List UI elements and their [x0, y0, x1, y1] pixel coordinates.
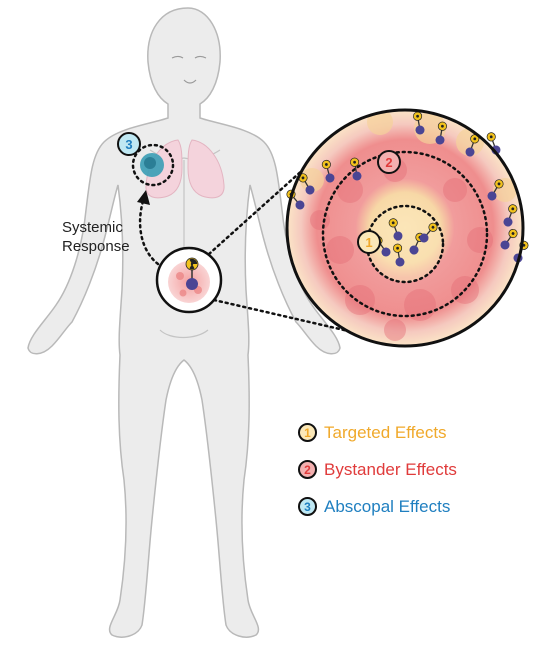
legend-item-abscopal: 3 Abscopal Effects: [298, 488, 457, 525]
primary-tumor-small: [155, 246, 223, 314]
badge-2-circle: [377, 150, 401, 174]
radioligand: [500, 228, 518, 250]
badge-1-circle: [357, 230, 381, 254]
legend-badge-2: 2: [298, 460, 317, 479]
zoom-connector-top: [207, 148, 327, 256]
badge-2-text: 2: [385, 155, 392, 170]
legend-badge-3: 3: [298, 497, 317, 516]
radioligand: [465, 134, 480, 157]
legend-label-targeted: Targeted Effects: [324, 422, 447, 442]
small-tumor-cell: [176, 272, 184, 280]
systemic-label-line1: Systemic: [62, 219, 123, 236]
small-radioligand-body: [186, 278, 198, 290]
legend-item-targeted: 1 Targeted Effects: [298, 414, 457, 451]
small-radiation-icon: [185, 257, 199, 271]
radioligand: [487, 179, 504, 201]
radioligand: [503, 204, 518, 227]
body-silhouette: [27, 7, 341, 638]
legend-label-bystander: Bystander Effects: [324, 459, 457, 479]
badge-3-text: 3: [125, 137, 132, 152]
systemic-response-path: [138, 196, 160, 266]
effects-legend: 1 Targeted Effects 2 Bystander Effects 3…: [298, 414, 457, 525]
legend-badge-1: 1: [298, 423, 317, 442]
radioligand: [388, 218, 403, 241]
zoom-outline: [285, 108, 525, 348]
zoomed-tumor: 2 1: [285, 108, 529, 348]
badge-1-text: 1: [365, 235, 372, 250]
radioligand: [321, 159, 335, 183]
abscopal-tumor-core: [144, 157, 156, 169]
abscopal-site: 3: [117, 132, 175, 187]
legend-label-abscopal: Abscopal Effects: [324, 496, 451, 516]
legend-item-bystander: 2 Bystander Effects: [298, 451, 457, 488]
face-detail: [171, 55, 207, 84]
radioligand: [419, 222, 438, 243]
right-lung: [187, 139, 225, 199]
badge-3-circle: [117, 132, 141, 156]
radioligand: [350, 157, 362, 181]
small-tumor-cell: [179, 289, 187, 297]
human-body-figure: [27, 7, 341, 638]
radioligand: [435, 121, 447, 145]
abscopal-dotted-ring: [131, 143, 175, 187]
systemic-response-label: Systemic Response: [62, 218, 130, 256]
radioligand: [413, 111, 425, 135]
systemic-label-line2: Response: [62, 238, 130, 255]
lungs: [145, 139, 225, 199]
radioligand: [486, 132, 501, 155]
bystander-dotted-ring: [321, 150, 489, 318]
systemic-response-arrowhead: [137, 190, 150, 205]
radioligand: [393, 243, 405, 267]
